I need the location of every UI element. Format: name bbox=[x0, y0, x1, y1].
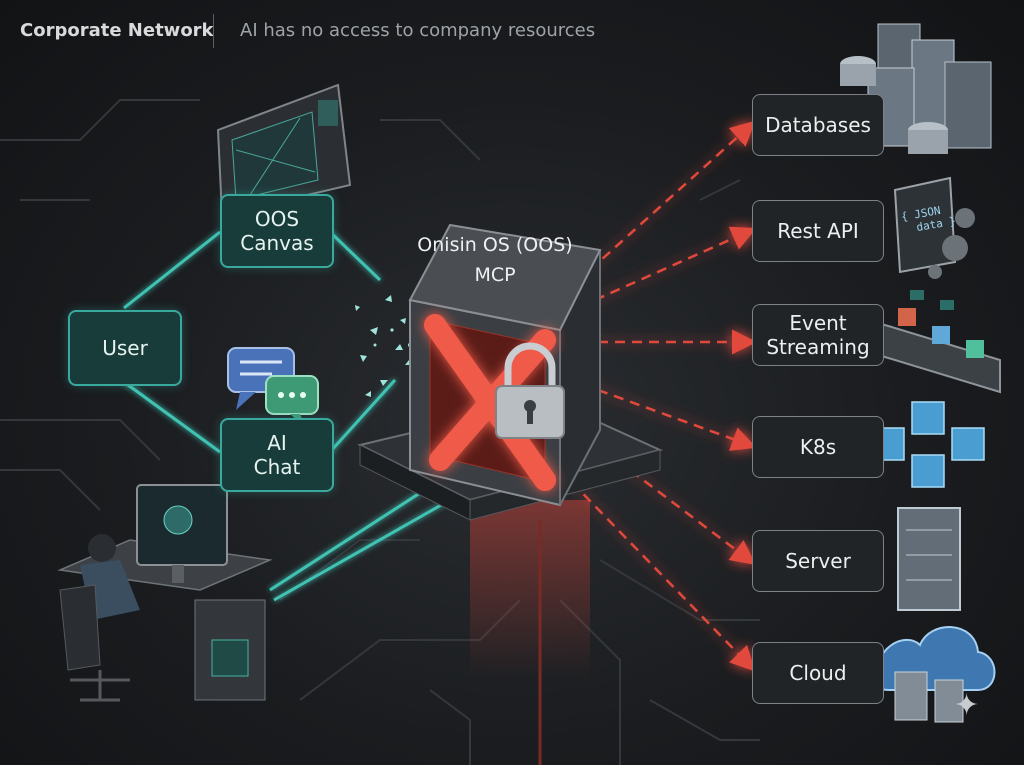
sparkle-icon: ✦ bbox=[954, 688, 980, 723]
node-user: User bbox=[68, 310, 182, 386]
resource-server: Server bbox=[752, 530, 884, 592]
json-api-icon bbox=[893, 176, 975, 279]
event-stream-conveyor-icon bbox=[861, 290, 1001, 394]
page-subtitle: AI has no access to company resources bbox=[240, 20, 596, 41]
canvas-monitor-icon bbox=[216, 83, 352, 217]
blocked-arrows bbox=[559, 120, 757, 672]
server-rack-icon bbox=[897, 507, 961, 611]
shatter-particles bbox=[355, 295, 412, 397]
node-ai-chat: AI Chat bbox=[220, 418, 334, 492]
resource-rest-api: Rest API bbox=[752, 200, 884, 262]
resource-cloud: Cloud bbox=[752, 642, 884, 704]
core-subtitle: MCP bbox=[474, 264, 516, 286]
user-at-desk-illustration bbox=[57, 484, 273, 702]
resource-databases: Databases bbox=[752, 94, 884, 156]
header-divider bbox=[213, 14, 214, 48]
kubernetes-cubes-icon bbox=[871, 401, 985, 488]
oos-core-block bbox=[357, 223, 663, 521]
node-oos-canvas: OOS Canvas bbox=[220, 194, 334, 268]
core-title: Onisin OS (OOS) bbox=[417, 234, 573, 256]
cloud-icon bbox=[874, 626, 996, 723]
circuit-traces bbox=[0, 99, 760, 765]
resource-k8s: K8s bbox=[752, 416, 884, 478]
resource-event-streaming: Event Streaming bbox=[752, 304, 884, 366]
page-title: Corporate Network bbox=[20, 20, 214, 41]
teal-connections bbox=[123, 230, 451, 602]
red-trace-glow bbox=[470, 500, 590, 765]
chat-bubbles-icon bbox=[227, 347, 319, 428]
padlock-icon bbox=[495, 342, 565, 439]
